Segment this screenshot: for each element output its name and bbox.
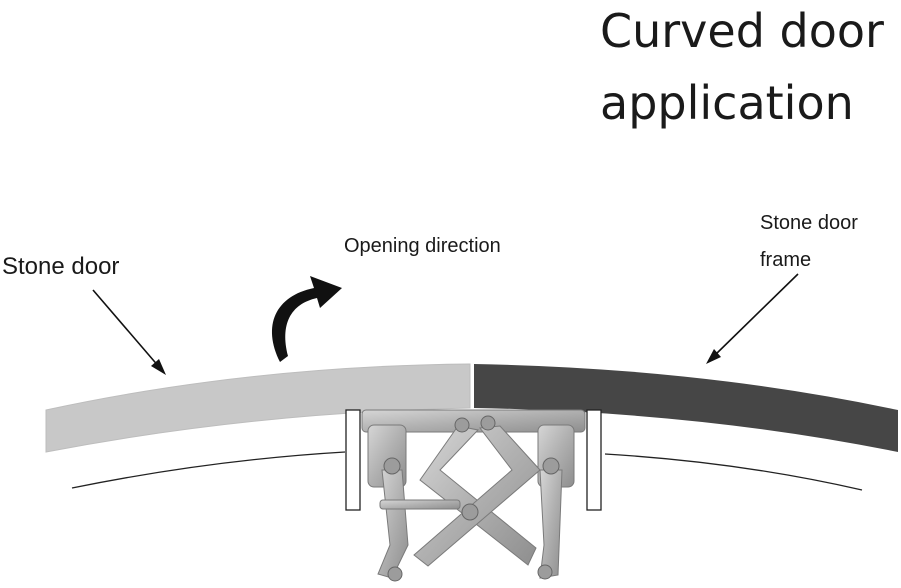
hinge-end-block-right bbox=[586, 409, 602, 511]
opening-direction-label: Opening direction bbox=[344, 235, 501, 257]
opening-direction-arrow-icon bbox=[272, 276, 342, 362]
hinge-assembly bbox=[345, 409, 602, 582]
hinge-pivot-bottom-right bbox=[537, 564, 553, 580]
stone-door-frame-panel bbox=[474, 364, 898, 452]
frame-label-line-1: Stone door bbox=[760, 212, 858, 234]
hinge-pivot-top-left bbox=[454, 417, 470, 433]
title-line-2: application bbox=[600, 76, 854, 130]
frame-pointer-arrow bbox=[706, 273, 799, 364]
hinge-arm-right bbox=[539, 469, 563, 579]
hinge-pivot-bottom-left bbox=[387, 566, 403, 582]
hinge-pin-rod bbox=[379, 499, 461, 510]
hinge-scissor-arm-a bbox=[419, 425, 537, 566]
inner-curve-right bbox=[604, 453, 863, 491]
stone-door-label: Stone door bbox=[2, 253, 120, 280]
hinge-pivot-right-bracket bbox=[542, 457, 560, 475]
hinge-end-block-left bbox=[345, 409, 361, 511]
inner-curve-left bbox=[71, 451, 346, 489]
stone-door-panel bbox=[45, 363, 471, 453]
stone-door-pointer-arrow bbox=[92, 289, 166, 375]
hinge-pivot-left-bracket bbox=[383, 457, 401, 475]
title-line-1: Curved door bbox=[600, 4, 884, 58]
frame-label-line-2: frame bbox=[760, 249, 812, 271]
hinge-pivot-center bbox=[461, 503, 479, 521]
hinge-scissor-arm-b bbox=[413, 425, 541, 567]
hinge-pivot-top-right bbox=[480, 415, 496, 431]
